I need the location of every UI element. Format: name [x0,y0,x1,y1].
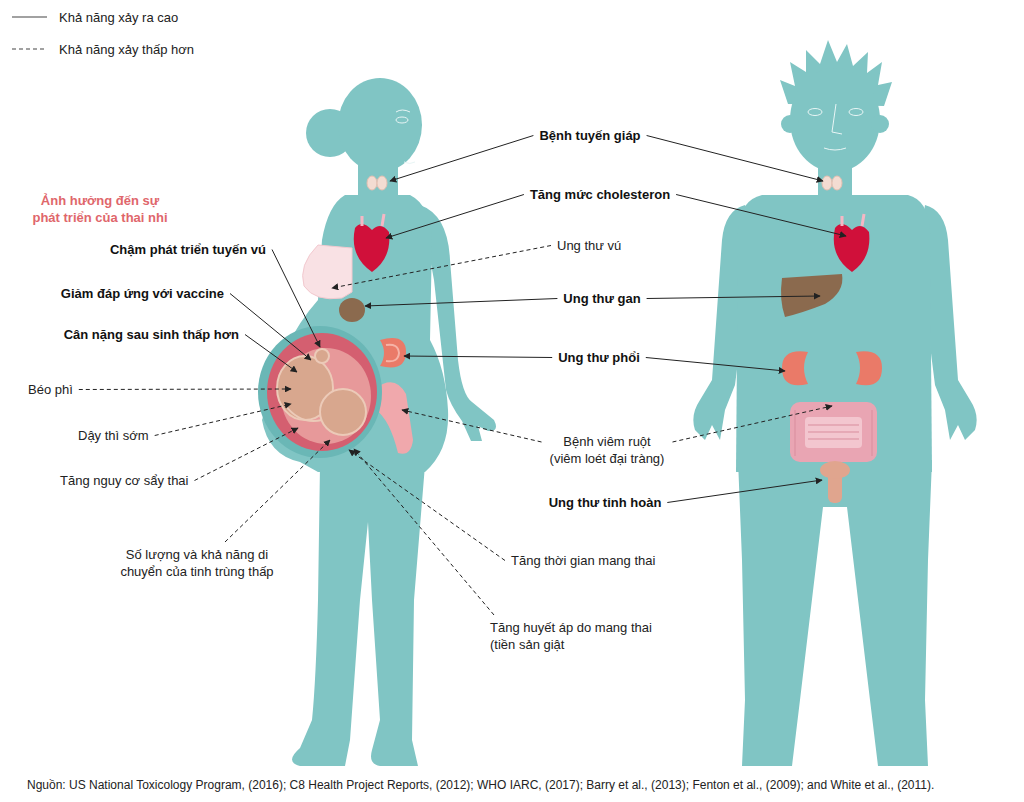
leader-line-dashed [79,389,291,391]
torso [736,195,932,472]
legend-solid-sample [12,16,47,17]
leader-line [230,294,311,361]
thyroid [377,176,387,190]
leader-line [646,358,785,372]
mother-organs [258,176,413,458]
ear [781,115,799,133]
fetus-hand [315,349,329,363]
leader-line [667,480,822,503]
leader-line [386,195,524,239]
breast [303,245,352,299]
leader-line [272,250,320,348]
effect-label: Ung thư tinh hoàn [547,494,664,511]
thyroid [367,176,377,190]
heart-vessels [842,214,864,226]
uterus-outer [258,326,382,458]
effect-label: Tăng huyết áp do mang thai (tiền sản giậ… [488,619,667,653]
leader-line-dashed [225,440,330,542]
effect-label: Béo phì [26,381,75,398]
effect-label: Tăng thời gian mang thai [509,552,657,569]
effect-label: Dậy thì sớm [76,427,151,444]
fetus-head [320,389,366,435]
brow [396,110,410,112]
effect-label: Tăng mức cholesteron [528,186,672,203]
mother-face [396,110,415,164]
liver [781,274,842,317]
effect-label: Ung thư vú [555,237,623,254]
leader-line [647,136,823,182]
child-organs [781,176,882,503]
eye [849,109,863,116]
fetus-leg [285,405,322,421]
effect-label: Ung thư phổi [556,349,642,366]
ear [871,115,889,133]
leader-line-dashed [332,246,551,289]
source-caption: Nguồn: US National Toxicology Program, (… [27,778,934,793]
effect-label: Số lượng và khả năng di chuyển của tinh … [115,546,279,580]
legend-dashed-sample [12,48,47,49]
leader-line-dashed [195,428,299,481]
section-heading: Ảnh hưởng đến sự phát triển của thai nhi [23,192,177,226]
effect-label: Cân nặng sau sinh thấp hơn [62,326,241,343]
lung [856,351,882,385]
leader-line [245,335,297,373]
mouth [404,162,415,164]
leader-line [390,136,533,182]
thyroid [822,176,832,190]
legend-text: Khả năng xảy thấp hơn [57,41,196,58]
mouth [824,148,846,150]
lung [782,351,808,385]
mother-figure [262,78,496,766]
torso [262,195,448,472]
legend-text: Khả năng xảy ra cao [57,9,180,26]
effect-label: Chậm phát triển tuyến vú [108,241,268,258]
liver [339,298,365,322]
effect-label: Giảm đáp ứng với vaccine [59,285,226,302]
leader-line [676,195,846,237]
intestine [790,402,877,462]
testis [820,461,850,479]
leader-line-dashed [155,404,291,436]
leader-line-dashed [402,410,542,442]
intestine-folds [795,410,872,456]
lung [380,338,406,367]
effect-label: Bệnh viêm ruột (viêm loét đại tràng) [546,433,669,467]
child-face [808,104,863,150]
heart [354,224,390,272]
legs [292,465,425,766]
effect-label: Tăng nguy cơ sẩy thai [58,472,190,489]
heart-vessels [362,214,384,226]
eye [808,109,822,116]
legs [738,460,932,766]
leader-line [647,296,820,299]
uterus [267,333,377,451]
effect-label: Bệnh tuyến giáp [537,127,642,144]
heart [834,224,870,272]
eye [396,117,408,123]
head [790,68,880,172]
leader-line-dashed [673,406,833,442]
leader-line [365,299,557,307]
leader-line [404,356,552,358]
effect-label: Ung thư gan [561,290,642,307]
leader-line-dashed [354,449,494,615]
leader-line-dashed [349,450,505,561]
lung-detail [386,345,399,362]
thyroid [832,176,842,190]
child-figure [693,40,976,766]
head [338,78,422,172]
nose [832,104,842,134]
